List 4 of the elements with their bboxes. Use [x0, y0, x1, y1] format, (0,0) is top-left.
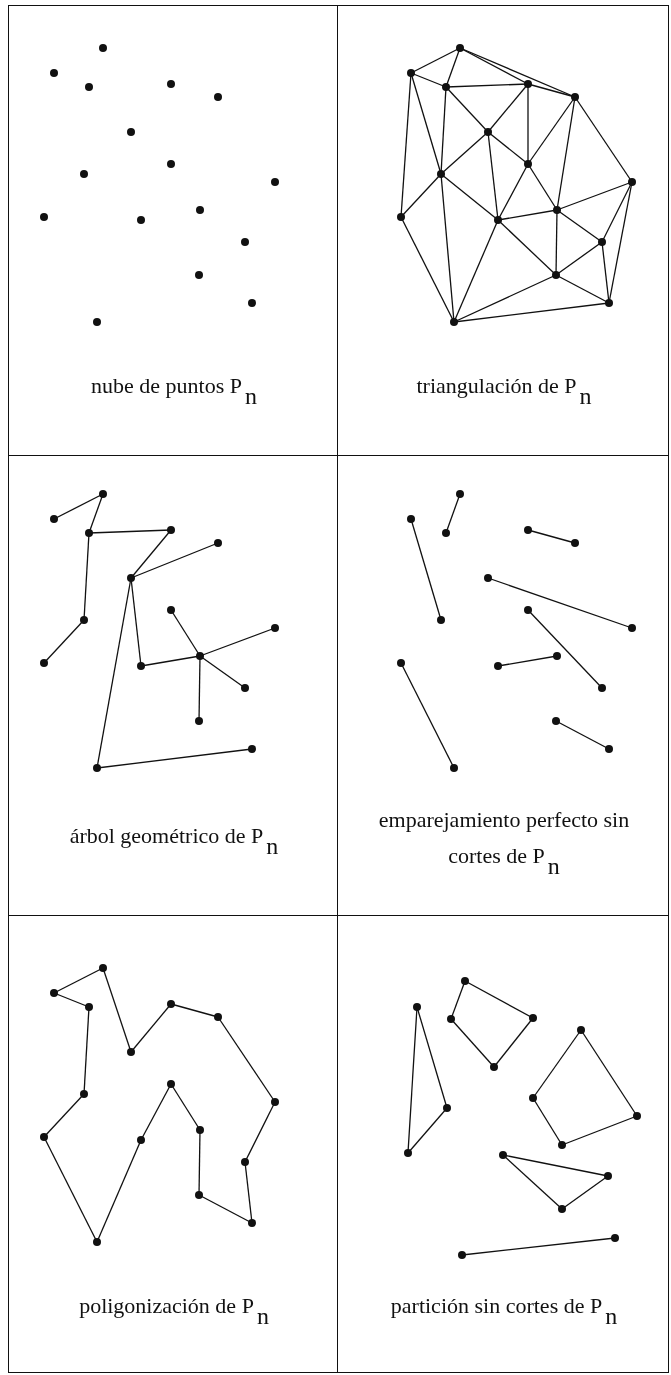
table-cell — [337, 915, 669, 1373]
table-cell — [8, 915, 338, 1373]
table-cell — [8, 5, 338, 456]
table-cell — [337, 5, 669, 456]
